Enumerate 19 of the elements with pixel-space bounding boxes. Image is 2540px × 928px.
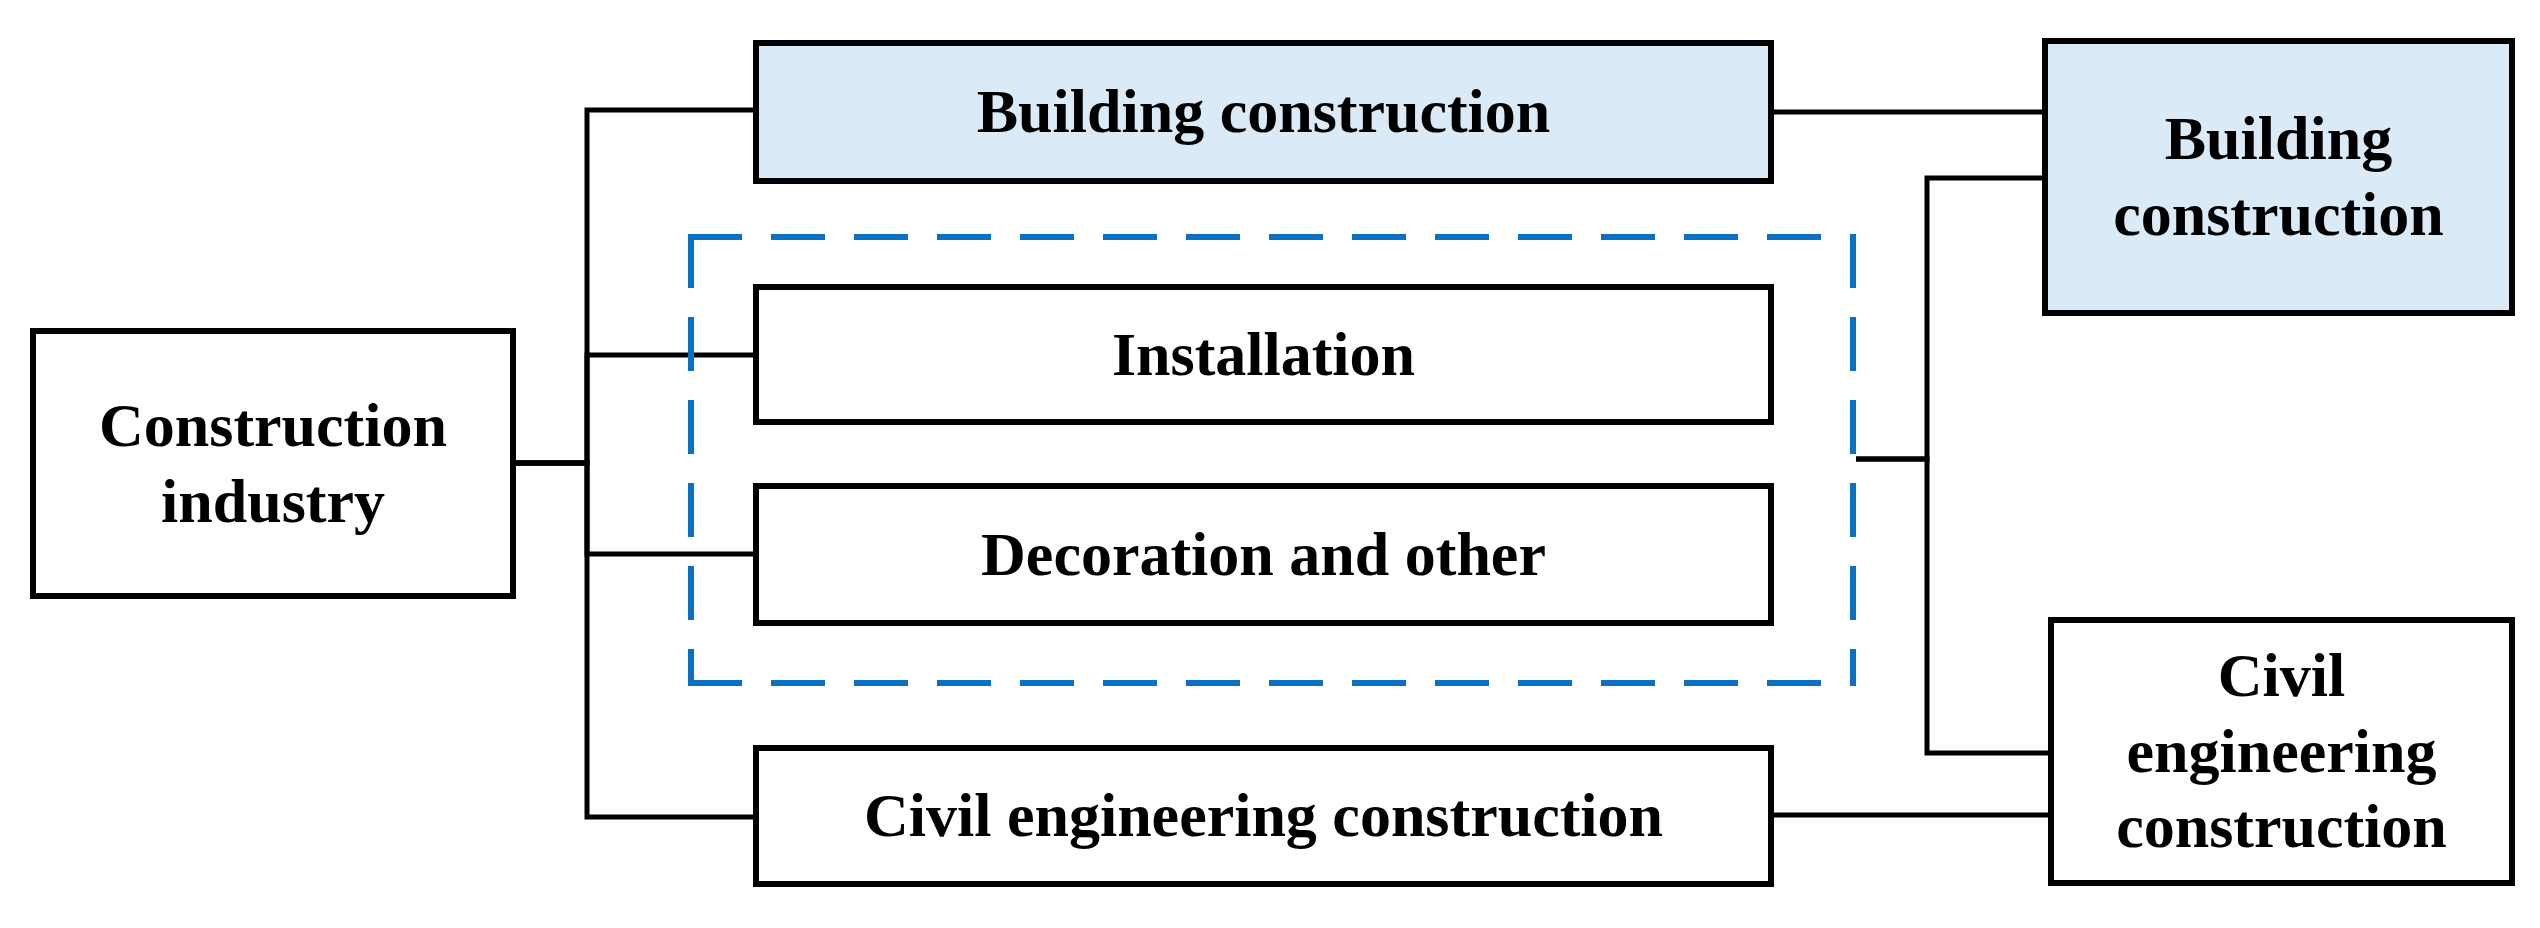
box-label: Construction industry — [98, 389, 448, 537]
box-label: Civil engineering construction — [863, 780, 1664, 852]
connector-line — [1774, 812, 2048, 818]
process-box — [753, 483, 1774, 626]
process-box — [753, 284, 1774, 425]
connector-line — [516, 460, 753, 820]
box-label: Building construction — [976, 76, 1551, 148]
process-box — [2042, 38, 2515, 316]
box-label: Decoration and other — [981, 518, 1546, 590]
box-label: Building construction — [2112, 103, 2445, 250]
box-label: Civil engineering construction — [2115, 640, 2448, 863]
box-label: Installation — [1111, 318, 1416, 390]
process-box — [753, 40, 1774, 184]
process-box — [753, 745, 1774, 887]
process-box — [2048, 617, 2515, 886]
connector-line — [1856, 456, 2048, 756]
connector-line — [1774, 109, 2042, 115]
dashed-group-frame — [688, 234, 1856, 686]
process-box — [30, 328, 516, 599]
